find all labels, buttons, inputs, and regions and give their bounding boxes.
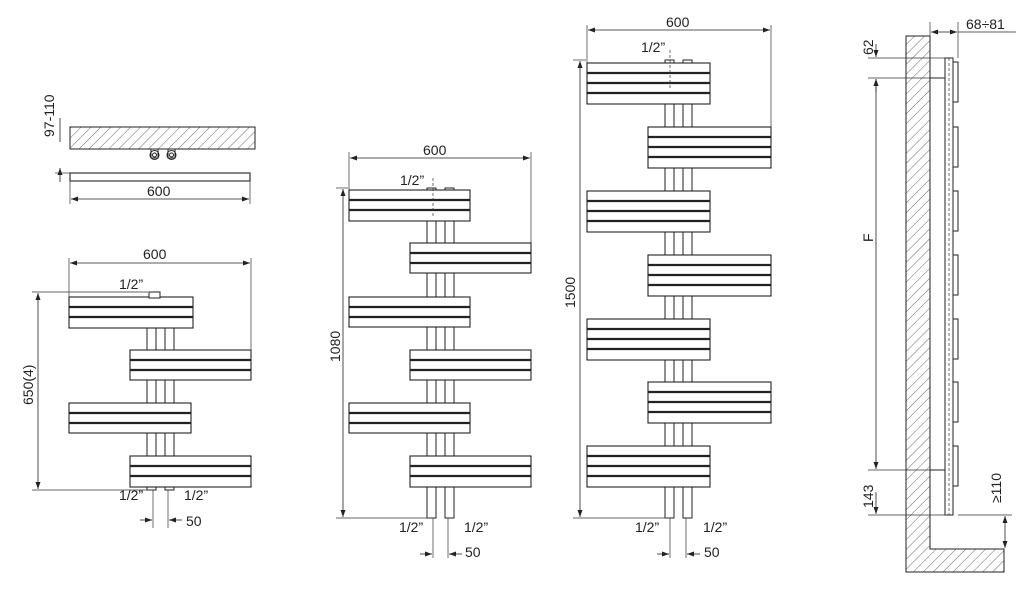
dim-floor-label: ≥110 (988, 473, 1004, 503)
air-vent-icon (148, 291, 161, 299)
panel-group-left (586, 62, 711, 105)
valve-left-icon (149, 150, 160, 160)
dim-depth-label: 68÷81 (966, 16, 1005, 32)
panel-group-right (409, 455, 532, 488)
pipe-right-label: 1/2” (464, 519, 488, 535)
top-view: 97-110 600 (41, 94, 256, 204)
dim-top-label: 62 (860, 39, 876, 55)
panel-group-left (586, 445, 711, 488)
dim-height-label: 1080 (327, 331, 343, 362)
panel-group-right (647, 381, 772, 424)
panel-group-left (586, 318, 711, 361)
large-radiator: 600 1500 1/2” 1/2” 1/2” 50 (562, 14, 772, 560)
pipe-right-label: 1/2” (184, 487, 208, 503)
dim-height-label: 1500 (562, 277, 578, 308)
pipe-left-label: 1/2” (399, 519, 423, 535)
dim-width-label: 600 (147, 183, 171, 199)
dim-width-label: 600 (143, 246, 167, 262)
panel-group-right (129, 349, 252, 381)
pipe-dist-label: 50 (465, 544, 481, 560)
small-radiator: 600 650(4) 1/2” 1/2” 1/2” 50 (20, 246, 252, 529)
valve-right-icon (166, 150, 177, 160)
panel-group-left (68, 296, 194, 329)
pipe-dist-label: 50 (704, 544, 720, 560)
pipe-left-label: 1/2” (635, 519, 659, 535)
dim-f-label: F (860, 233, 876, 242)
dim-width-label: 600 (666, 14, 690, 30)
valve-left-inner (152, 152, 157, 158)
radiator-side-profile (944, 57, 954, 516)
panel-group-left (348, 189, 471, 222)
wall-section-top (69, 126, 256, 150)
panel-group-left (348, 296, 471, 328)
panel-group-right (647, 126, 772, 169)
panel-group-left (348, 402, 471, 434)
bar-stack-side (952, 61, 959, 487)
valve-right-inner (169, 152, 174, 158)
dim-height-label: 650(4) (20, 365, 36, 405)
medium-radiator: 600 1080 1/2” 1/2” 1/2” 50 (327, 142, 532, 560)
inlet-label: 1/2” (641, 39, 665, 55)
side-view: 68÷81 62 F 143 ≥110 (860, 16, 1016, 573)
dim-width-label: 600 (423, 142, 447, 158)
inlet-label: 1/2” (119, 276, 143, 292)
panel-group-right (409, 242, 532, 274)
dim-bottom-label: 143 (860, 484, 876, 508)
panel-group-right (129, 455, 252, 488)
pipe-left-label: 1/2” (119, 487, 143, 503)
panel-group-left (68, 402, 192, 434)
pipe-dist-label: 50 (186, 513, 202, 529)
panel-group-right (409, 349, 532, 381)
inlet-label: 1/2” (400, 172, 424, 188)
panel-group-right (647, 254, 772, 297)
panel-group-left (586, 190, 711, 233)
pipe-right-label: 1/2” (703, 519, 727, 535)
dim-depth-label: 97-110 (41, 94, 57, 137)
radiator-top-view (69, 172, 251, 182)
